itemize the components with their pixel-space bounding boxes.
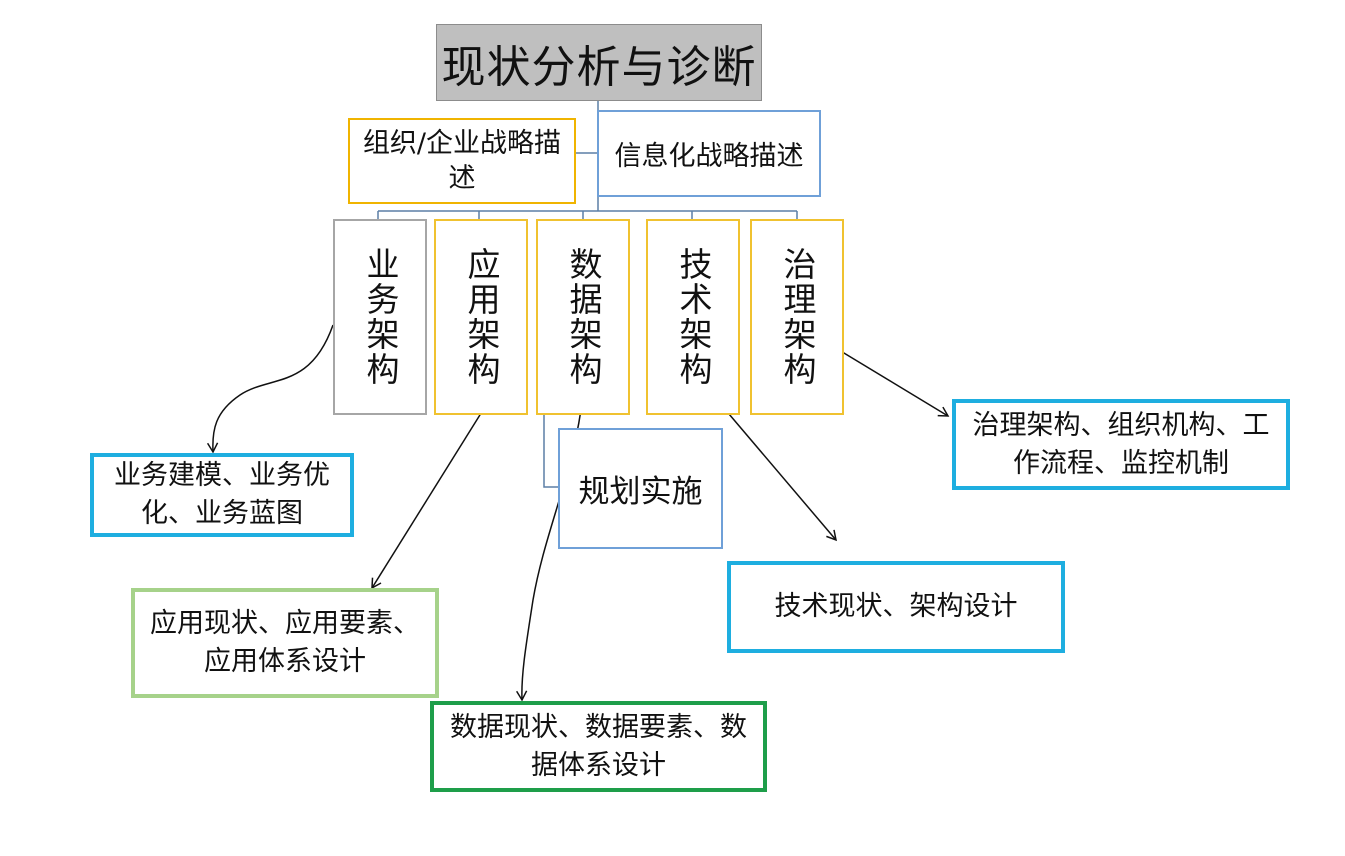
arch-application-box: 应用架构 xyxy=(434,219,528,415)
connector-data-to-plan xyxy=(543,410,558,488)
arch-governance-box: 治理架构 xyxy=(750,219,844,415)
arch-business-box: 业务架构 xyxy=(333,219,427,415)
output-governance-box: 治理架构、组织机构、工作流程、监控机制 xyxy=(952,399,1290,490)
output-application-box: 应用现状、应用要素、应用体系设计 xyxy=(131,588,439,698)
arch-data-box: 数据架构 xyxy=(536,219,630,415)
output-technology-box: 技术现状、架构设计 xyxy=(727,561,1065,653)
plan-implement-box: 规划实施 xyxy=(558,428,723,549)
arrow-technology xyxy=(711,393,837,542)
arch-application-label: 应用架构 xyxy=(462,247,501,387)
arch-technology-label: 技术架构 xyxy=(674,247,713,387)
arrow-application xyxy=(371,401,489,590)
arch-technology-box: 技术架构 xyxy=(646,219,740,415)
org-strategy-box: 组织/企业战略描述 xyxy=(348,118,576,204)
diagram-title: 现状分析与诊断 xyxy=(436,24,762,101)
info-strategy-box: 信息化战略描述 xyxy=(597,110,821,197)
arch-business-label: 业务架构 xyxy=(361,247,400,387)
arch-governance-label: 治理架构 xyxy=(778,247,817,387)
arrow-business xyxy=(206,324,334,454)
output-data-box: 数据现状、数据要素、数据体系设计 xyxy=(430,701,767,792)
arch-data-label: 数据架构 xyxy=(564,247,603,387)
output-business-box: 业务建模、业务优化、业务蓝图 xyxy=(90,453,354,537)
arrow-governance xyxy=(833,346,950,417)
